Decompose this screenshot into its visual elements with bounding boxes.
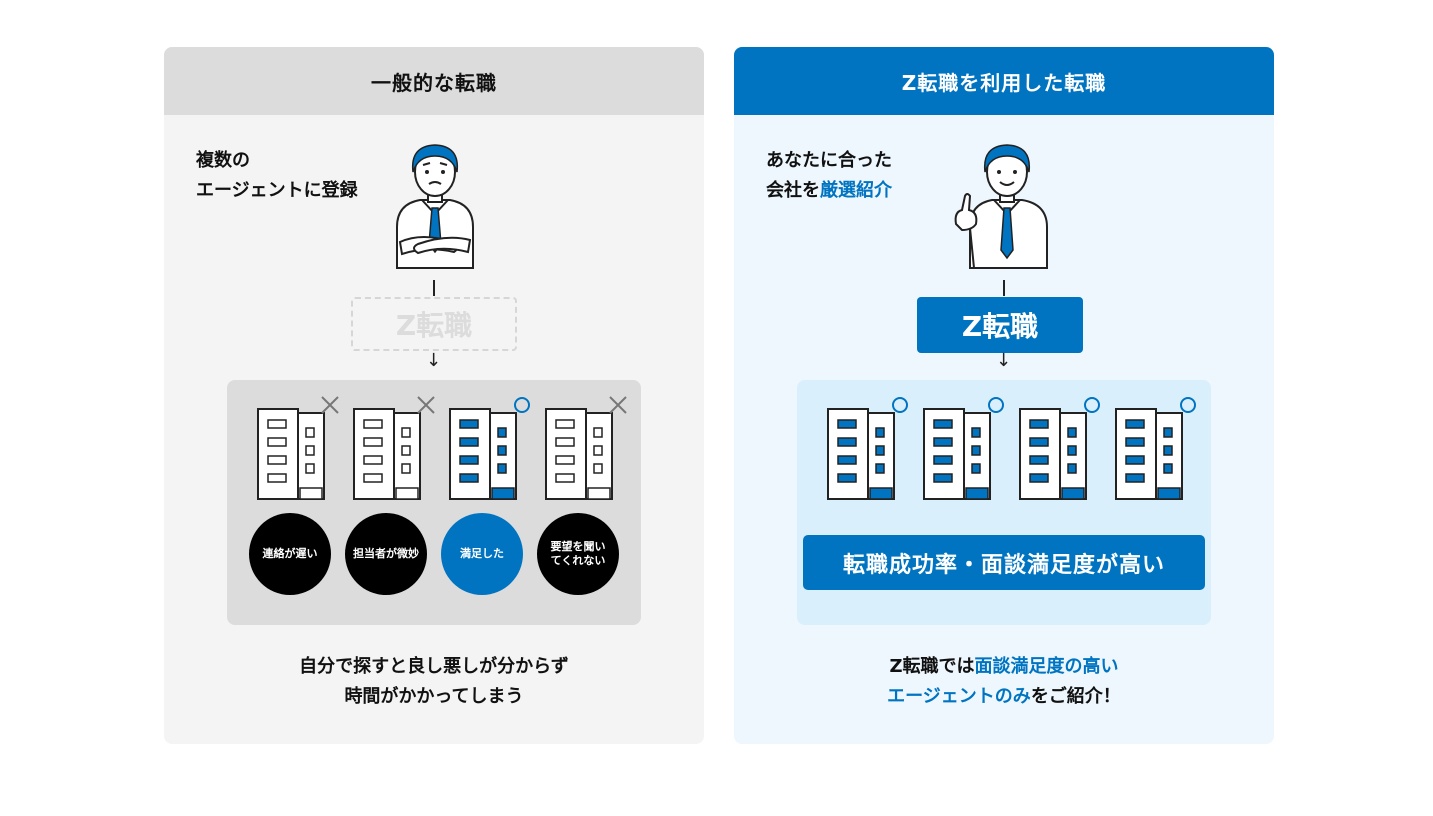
z-agents-box: 転職成功率・面談満足度が高い <box>797 380 1211 625</box>
z-caption-line2-a: 会社を <box>766 180 820 201</box>
circle-icon <box>890 395 910 415</box>
general-bottom-message: 自分で探すと良し悪しが分からず 時間がかかってしまう <box>164 652 704 712</box>
cross-icon <box>320 395 340 415</box>
general-bottom-line1: 自分で探すと良し悪しが分からず <box>299 656 569 677</box>
office-building-icon <box>827 400 907 506</box>
general-caption-line1: 複数の <box>196 150 250 171</box>
right-down-arrow-icon: ↓ <box>996 350 1012 371</box>
agent-result-slow-contact: 連絡が遅い <box>249 513 331 595</box>
agent-result-bad-rep: 担当者が微妙 <box>345 513 427 595</box>
z-panel-header: Z転職を利用した転職 <box>734 47 1274 115</box>
z-tenshoku-box: Z転職 <box>917 297 1083 353</box>
general-job-change-panel: 一般的な転職 複数の エージェントに登録 Z <box>164 47 704 744</box>
agent-result-not-listening-label: 要望を聞いてくれない <box>550 540 606 567</box>
office-building-icon <box>353 400 433 506</box>
z-bottom-line1: Z転職では面談満足度の高い <box>734 652 1274 682</box>
general-panel-header: 一般的な転職 <box>164 47 704 115</box>
general-bottom-line2: 時間がかかってしまう <box>344 686 524 707</box>
office-building-icon <box>923 400 1003 506</box>
z-bottom-message: Z転職では面談満足度の高い エージェントのみをご紹介！ <box>734 652 1274 712</box>
circle-icon <box>986 395 1006 415</box>
z-tenshoku-panel: Z転職を利用した転職 あなたに合った 会社を厳選紹介 Z転職 ↓ <box>734 47 1274 744</box>
circle-icon <box>512 395 532 415</box>
office-building-icon <box>545 400 625 506</box>
success-rate-banner: 転職成功率・面談満足度が高い <box>803 535 1205 590</box>
general-agents-box: 連絡が遅い 担当者が微妙 満足した 要望を聞いてくれない <box>227 380 641 625</box>
general-caption-line2: エージェントに登録 <box>196 180 358 201</box>
agent-result-satisfied: 満足した <box>441 513 523 595</box>
cross-icon <box>416 395 436 415</box>
office-building-icon <box>257 400 337 506</box>
left-down-arrow-icon: ↓ <box>426 350 442 371</box>
z-bottom-line2-highlight: エージェントのみ <box>887 686 1031 707</box>
agent-result-not-listening: 要望を聞いてくれない <box>537 513 619 595</box>
office-building-icon <box>1115 400 1195 506</box>
z-bottom-line2: エージェントのみをご紹介！ <box>734 682 1274 712</box>
z-bottom-line2-b: をご紹介！ <box>1030 686 1121 707</box>
circle-icon <box>1082 395 1102 415</box>
z-caption: あなたに合った 会社を厳選紹介 <box>766 146 892 206</box>
office-building-icon <box>1019 400 1099 506</box>
z-caption-line2-highlight: 厳選紹介 <box>820 180 892 201</box>
confused-man-icon <box>392 142 478 274</box>
cross-icon <box>608 395 628 415</box>
z-bottom-line1-a: Z転職では <box>889 656 975 677</box>
general-caption: 複数の エージェントに登録 <box>196 146 358 206</box>
pointing-man-icon <box>952 142 1052 274</box>
z-bottom-line1-highlight: 面談満足度の高い <box>974 656 1119 677</box>
z-caption-line1: あなたに合った <box>766 150 892 171</box>
z-tenshoku-ghost-box: Z転職 <box>351 297 517 351</box>
right-connector-line <box>1003 280 1005 296</box>
left-connector-line <box>433 280 435 296</box>
office-building-icon <box>449 400 529 506</box>
circle-icon <box>1178 395 1198 415</box>
z-caption-line2: 会社を厳選紹介 <box>766 176 892 206</box>
